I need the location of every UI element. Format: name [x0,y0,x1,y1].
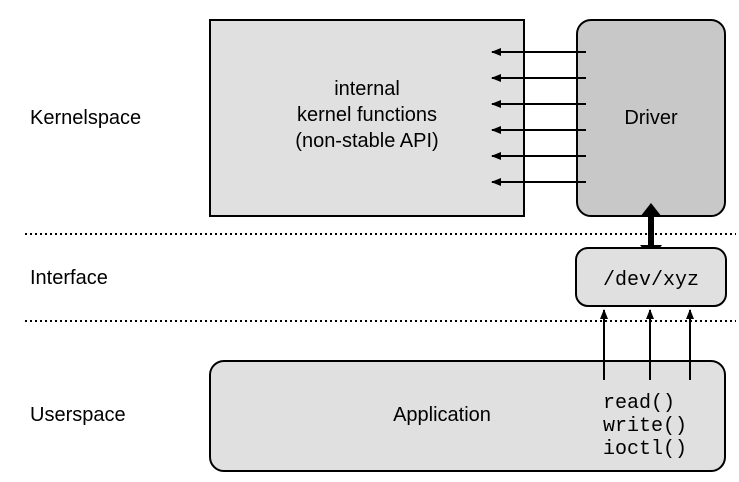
device-file-box [575,247,727,307]
syscall-write: write() [603,415,687,438]
layer-label-userspace: Userspace [30,404,126,426]
syscall-read: read() [603,392,675,415]
kernel-functions-box [209,19,525,217]
layer-label-interface: Interface [30,267,108,289]
kernel-box-line-1: internal [334,78,400,100]
syscall-arrows [600,309,694,380]
kernel-box-line-3: (non-stable API) [295,130,438,152]
kernel-box-line-2: kernel functions [297,104,437,126]
layer-label-kernelspace: Kernelspace [30,107,141,129]
application-label: Application [393,404,491,426]
driver-to-kernel-arrows [491,48,586,186]
syscall-ioctl: ioctl() [603,438,687,461]
application-box [209,360,726,472]
driver-label: Driver [624,107,678,129]
device-file-label: /dev/xyz [603,269,699,292]
